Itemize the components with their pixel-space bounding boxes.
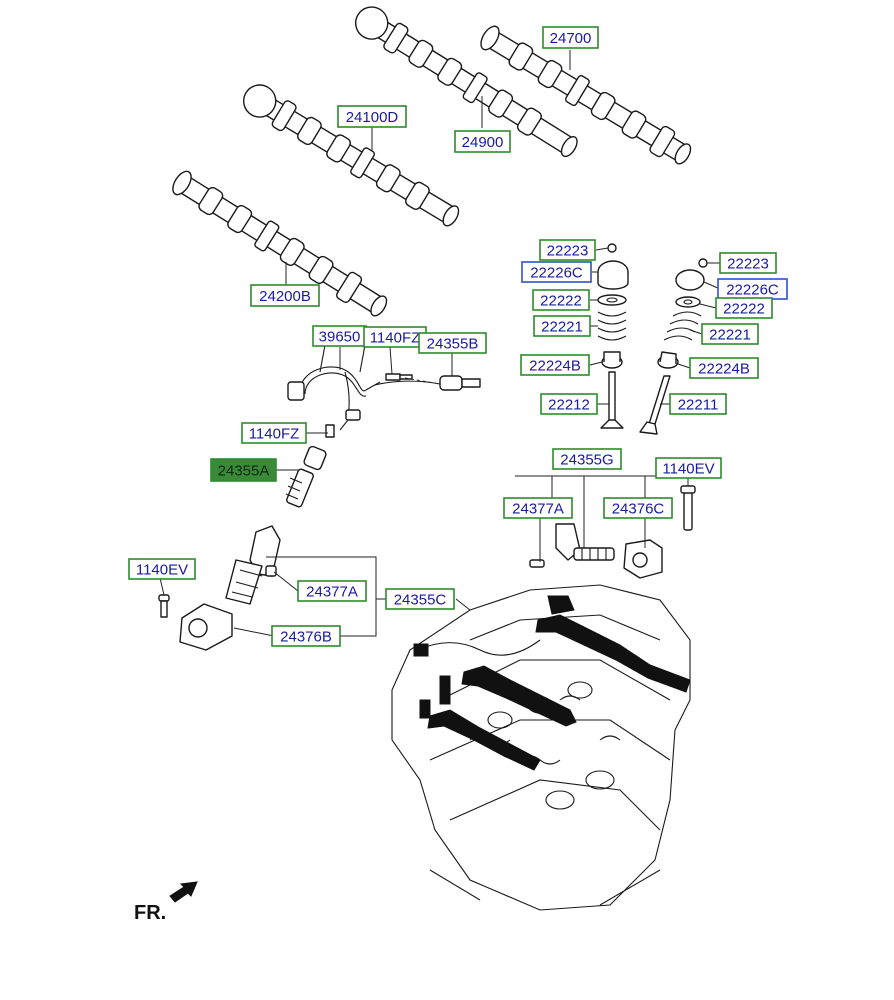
part-number-text: 24700	[550, 30, 592, 47]
label-22212[interactable]: 22212	[540, 393, 598, 415]
label-24377a-right[interactable]: 24377A	[503, 497, 573, 519]
part-number-text: 22222	[723, 301, 765, 318]
label-22221-right[interactable]: 22221	[701, 323, 759, 345]
camshaft-24900	[354, 6, 578, 158]
part-number-text: 1140EV	[136, 562, 188, 579]
label-24376c[interactable]: 24376C	[603, 497, 673, 519]
part-number-text: 24900	[462, 134, 504, 151]
part-number-text: 22221	[541, 319, 583, 336]
label-24355a[interactable]: 24355A	[210, 458, 277, 482]
label-24377a-left[interactable]: 24377A	[297, 580, 367, 602]
label-1140ev-left[interactable]: 1140EV	[128, 558, 196, 580]
label-22224b-right[interactable]: 22224B	[689, 357, 759, 379]
valve-assembly-left	[597, 243, 629, 429]
part-number-text: 24355C	[394, 592, 447, 609]
part-number-text: 24376B	[280, 629, 332, 646]
camshaft-24100d	[243, 84, 460, 227]
part-number-text: 22211	[678, 397, 719, 414]
part-number-text: 1140FZ	[370, 330, 421, 347]
part-number-text: 24355B	[427, 336, 479, 353]
part-number-text: 24200B	[259, 288, 311, 305]
bolt-1140fz-upper	[385, 373, 413, 381]
part-number-text: 22221	[709, 327, 751, 344]
front-label: FR.	[134, 902, 166, 924]
part-number-text: 24377A	[306, 584, 358, 601]
label-39650[interactable]: 39650	[312, 325, 367, 347]
part-number-text: 24377A	[512, 501, 564, 518]
front-arrow-icon	[169, 881, 198, 903]
label-22221-left[interactable]: 22221	[533, 315, 591, 337]
label-22222-left[interactable]: 22222	[532, 289, 590, 311]
camshaft-24200b	[172, 170, 388, 317]
part-number-text: 22223	[547, 243, 589, 260]
label-22224b-left[interactable]: 22224B	[520, 354, 590, 376]
label-24700[interactable]: 24700	[542, 26, 599, 49]
label-1140ev-right[interactable]: 1140EV	[655, 457, 722, 479]
part-number-text: 1140FZ	[249, 426, 300, 443]
valve-assembly-right	[639, 258, 708, 435]
ocv-24355a	[285, 424, 335, 508]
label-24376b[interactable]: 24376B	[271, 625, 341, 647]
engine-block	[391, 584, 691, 911]
part-number-text: 22226C	[726, 282, 779, 299]
part-number-text: 22223	[727, 256, 769, 273]
part-number-text: 24355G	[560, 452, 613, 469]
label-24200b[interactable]: 24200B	[250, 284, 320, 307]
cvvt-24355c	[158, 525, 281, 651]
part-number-text: 1140EV	[662, 461, 714, 478]
label-24355c[interactable]: 24355C	[385, 588, 455, 610]
camshaft-24700	[480, 25, 692, 165]
part-number-text: 22212	[548, 397, 590, 414]
label-24355g[interactable]: 24355G	[552, 448, 622, 470]
label-22211[interactable]: 22211	[669, 393, 727, 415]
label-22226c-left[interactable]: 22226C	[521, 261, 592, 283]
front-direction-indicator: FR.	[134, 881, 198, 924]
part-number-text: 39650	[319, 329, 361, 346]
part-number-text: 22222	[540, 293, 582, 310]
label-22223-left[interactable]: 22223	[539, 239, 596, 261]
part-number-text: 22226C	[530, 265, 583, 282]
ocv-24355b	[404, 375, 481, 391]
part-number-text: 24376C	[612, 501, 665, 518]
part-number-text: 22224B	[529, 358, 581, 375]
label-24100d[interactable]: 24100D	[337, 105, 407, 128]
wiring-harness-39650	[287, 344, 441, 431]
label-24355b[interactable]: 24355B	[418, 332, 487, 354]
part-number-text: 24355A	[218, 463, 270, 480]
label-24900[interactable]: 24900	[454, 130, 511, 153]
label-1140fz-upper[interactable]: 1140FZ	[363, 326, 427, 348]
label-22226c-right[interactable]: 22226C	[717, 278, 788, 300]
label-1140fz-lower[interactable]: 1140FZ	[241, 422, 307, 444]
label-22222-right[interactable]: 22222	[715, 297, 773, 319]
part-labels: 24700 24900 24100D 24200B 22223 22226C 2…	[128, 26, 788, 647]
part-number-text: 22224B	[698, 361, 750, 378]
label-22223-right[interactable]: 22223	[719, 252, 777, 274]
part-number-text: 24100D	[346, 109, 399, 126]
